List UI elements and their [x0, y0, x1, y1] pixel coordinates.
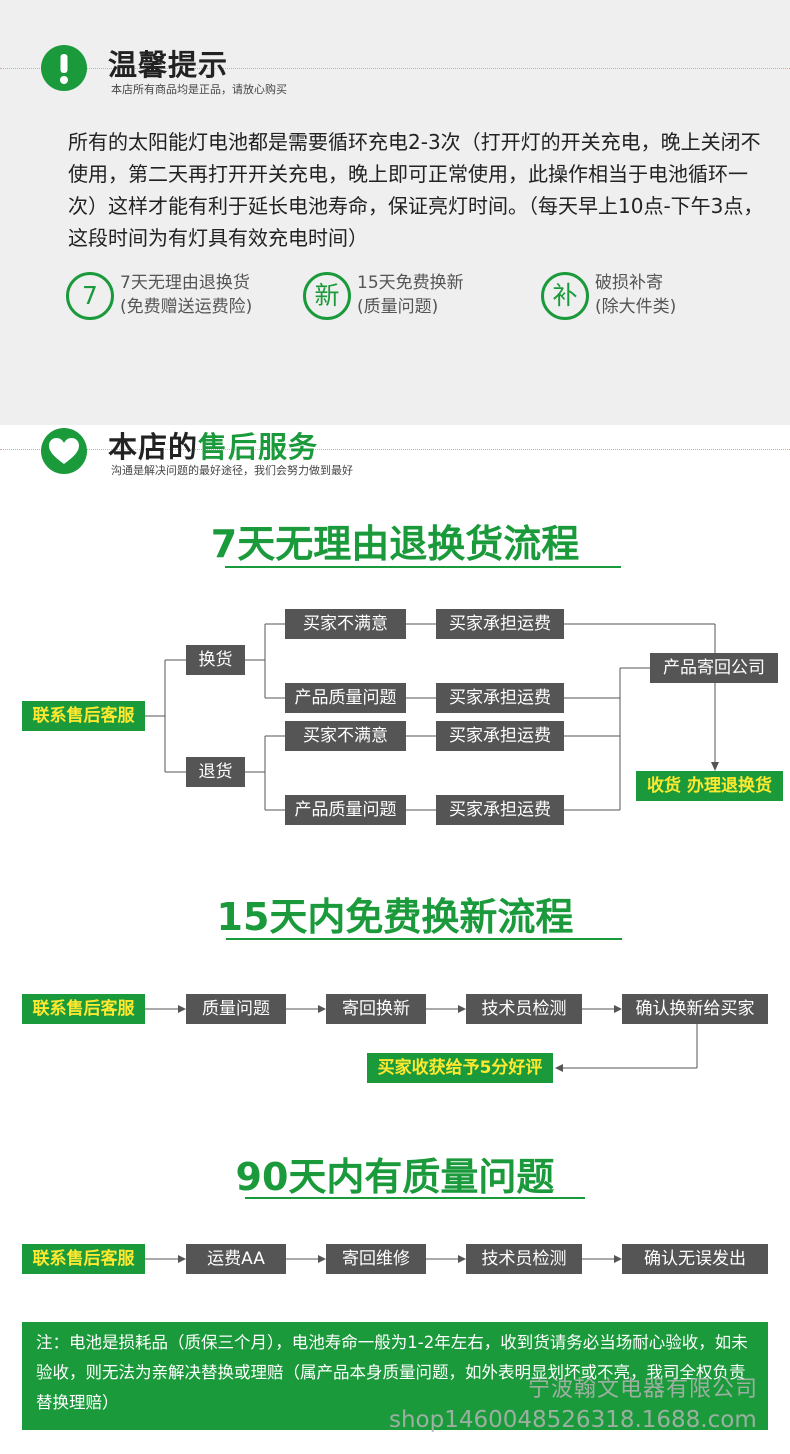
- service-line: 15天免费换新: [357, 273, 464, 293]
- service-item-reissue: 破损补寄 (除大件类): [595, 271, 676, 319]
- flow7-title: 7天无理由退换货流程: [210, 522, 580, 566]
- service-line: 7天无理由退换货: [120, 273, 250, 293]
- flow7-unsatisfied-2: 买家不满意: [285, 721, 406, 751]
- flow7-exchange: 换货: [186, 645, 245, 675]
- service-item-7day: 7天无理由退换货 (免费赠送运费险): [120, 271, 252, 319]
- flow90-step-shipping: 运费AA: [186, 1244, 286, 1274]
- service-item-15day: 15天免费换新 (质量问题): [357, 271, 464, 319]
- flow7-connectors: [145, 623, 719, 811]
- flow7-contact: 联系售后客服: [22, 701, 145, 731]
- exclamation-icon: [41, 45, 87, 91]
- reminder-divider: [0, 68, 790, 69]
- warranty-note: 注：电池是损耗品（质保三个月），电池寿命一般为1-2年左右，收到货请务必当场耐心…: [22, 1322, 768, 1430]
- new-icon: 新: [303, 272, 351, 320]
- watermark-company: 宁波翰文电器有限公司: [528, 1377, 759, 1402]
- flow7-underline: [225, 566, 621, 568]
- flow90-step-contact: 联系售后客服: [22, 1244, 145, 1274]
- flow15-review: 买家收获给予5分好评: [367, 1053, 553, 1083]
- flow15-step-confirm: 确认换新给买家: [622, 994, 768, 1024]
- flow7-return: 退货: [186, 757, 245, 787]
- flow15-underline: [226, 938, 622, 940]
- heart-icon: [41, 428, 87, 474]
- flow90-underline: [245, 1197, 585, 1199]
- flow90-step-ship: 确认无误发出: [622, 1244, 768, 1274]
- after-sales-divider: [0, 449, 790, 450]
- after-sales-title-plain: 本店的: [108, 430, 199, 464]
- reissue-icon: 补: [541, 272, 589, 320]
- flow7-buyer-pays-3: 买家承担运费: [436, 721, 564, 751]
- flow7-buyer-pays-1: 买家承担运费: [436, 609, 564, 639]
- reminder-title: 温馨提示: [108, 48, 229, 82]
- flow7-buyer-pays-2: 买家承担运费: [436, 683, 564, 713]
- flow7-buyer-pays-4: 买家承担运费: [436, 795, 564, 825]
- after-sales-title-accent: 售后服务: [198, 430, 319, 464]
- reminder-panel: [0, 0, 790, 425]
- watermark-shop-url: shop1460048526318.1688.com: [389, 1407, 757, 1433]
- flow7-unsatisfied-1: 买家不满意: [285, 609, 406, 639]
- flow15-step-send-back: 寄回换新: [326, 994, 426, 1024]
- flow7-quality-2: 产品质量问题: [285, 795, 406, 825]
- flow7-quality-1: 产品质量问题: [285, 683, 406, 713]
- flow90-title: 90天内有质量问题: [235, 1155, 555, 1199]
- flow15-step-inspect: 技术员检测: [466, 994, 582, 1024]
- service-line: (免费赠送运费险): [120, 297, 253, 317]
- warranty-note-text: 注：电池是损耗品（质保三个月），电池寿命一般为1-2年左右，收到货请务必当场耐心…: [36, 1333, 748, 1412]
- after-sales-title: 本店的售后服务: [108, 424, 318, 466]
- flow90-connectors: [145, 1255, 622, 1263]
- after-sales-subtitle: 沟通是解决问题的最好途径，我们会努力做到最好: [111, 464, 353, 477]
- flow90-step-inspect: 技术员检测: [466, 1244, 582, 1274]
- service-line: 破损补寄: [595, 273, 663, 293]
- flow7-send-back: 产品寄回公司: [650, 653, 778, 683]
- reminder-subtitle: 本店所有商品均是正品，请放心购买: [111, 83, 287, 96]
- flow15-connectors: [145, 1005, 698, 1072]
- reminder-body: 所有的太阳能灯电池都是需要循环充电2-3次（打开灯的开关充电，晚上关闭不使用，第…: [68, 130, 764, 250]
- flow15-step-quality: 质量问题: [186, 994, 286, 1024]
- flow15-step-contact: 联系售后客服: [22, 994, 145, 1024]
- service-line: (质量问题): [357, 297, 439, 317]
- flow90-step-repair: 寄回维修: [326, 1244, 426, 1274]
- flow15-title: 15天内免费换新流程: [216, 895, 574, 939]
- service-line: (除大件类): [595, 297, 677, 317]
- flow7-receive: 收货 办理退换货: [636, 771, 783, 801]
- seven-day-icon: 7: [66, 272, 114, 320]
